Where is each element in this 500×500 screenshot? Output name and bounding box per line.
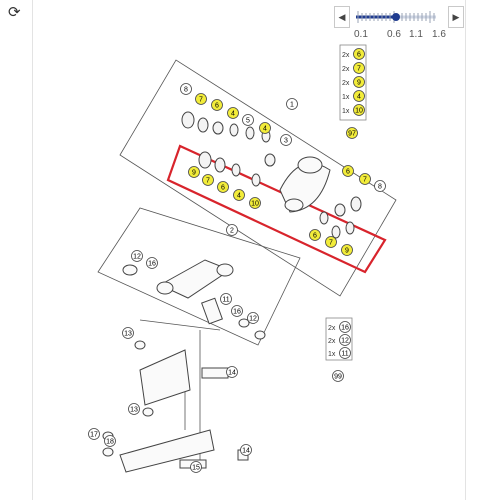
- part-callout: 14: [228, 370, 236, 377]
- part-callout: 17: [90, 432, 98, 439]
- zoom-slider[interactable]: [334, 6, 464, 30]
- part-callout: 4: [263, 126, 267, 133]
- page-frame: [32, 0, 466, 500]
- zoom-tick-label: 0.6: [387, 29, 401, 40]
- selection-highlight: [166, 144, 387, 274]
- part-callout: 13: [124, 331, 132, 338]
- kit1-box: [339, 44, 367, 121]
- kit1-qty: 1x: [342, 108, 350, 115]
- kit2-part-callout: 16: [341, 325, 349, 332]
- zoom-tick-label: 1.6: [432, 29, 446, 40]
- kit1-part-callout: 9: [357, 80, 361, 87]
- zoom-in-button[interactable]: ▶: [448, 6, 464, 28]
- group1-panel: [119, 59, 397, 297]
- part-callout: 12: [133, 254, 141, 261]
- kit2-part-callout: 12: [341, 338, 349, 345]
- part-callout: 4: [231, 111, 235, 118]
- kit2-qty: 2x: [328, 325, 336, 332]
- part-callout: 16: [233, 309, 241, 316]
- part-callout: 18: [106, 439, 114, 446]
- kit1-part-callout: 10: [355, 108, 363, 115]
- part-callout: 12: [249, 316, 257, 323]
- kit1-qty: 2x: [342, 66, 350, 73]
- kit1-qty: 1x: [342, 94, 350, 101]
- part-callout: 10: [251, 201, 259, 208]
- refresh-icon[interactable]: ⟳: [8, 3, 21, 21]
- part-callout: 6: [346, 169, 350, 176]
- part-callout: 7: [363, 177, 367, 184]
- part-callout: 3: [284, 138, 288, 145]
- part-callout: 6: [221, 185, 225, 192]
- zoom-tick-label: 0.1: [354, 29, 368, 40]
- part-callout: 6: [313, 233, 317, 240]
- chevron-left-icon: ◀: [338, 13, 346, 23]
- kit1-part-callout: 4: [357, 94, 361, 101]
- kit2-box: [325, 317, 353, 361]
- part-callout: 11: [222, 297, 229, 304]
- part-callout: 14: [242, 448, 250, 455]
- group-callout-1: 1: [290, 102, 294, 109]
- part-callout: 16: [148, 261, 156, 268]
- zoom-slider-handle[interactable]: [392, 13, 400, 21]
- kit2-qty: 1x: [328, 351, 336, 358]
- part-callout: 9: [192, 170, 196, 177]
- part-callout: 6: [215, 103, 219, 110]
- kit1-number: 97: [348, 131, 356, 138]
- part-callout: 5: [246, 118, 250, 125]
- group2-panel: [97, 207, 301, 346]
- part-callout: 7: [199, 97, 203, 104]
- kit1-qty: 2x: [342, 52, 350, 59]
- kit2-number: 99: [334, 374, 342, 381]
- part-callout: 7: [329, 240, 333, 247]
- chevron-right-icon: ▶: [452, 13, 460, 23]
- zoom-out-button[interactable]: ◀: [334, 6, 350, 28]
- zoom-tick-label: 1.1: [409, 29, 423, 40]
- kit2-qty: 2x: [328, 338, 336, 345]
- kit2-part-callout: 11: [341, 351, 348, 358]
- group-callout-2: 2: [230, 228, 234, 235]
- kit1-part-callout: 6: [357, 52, 361, 59]
- part-callout: 13: [130, 407, 138, 414]
- zoom-control[interactable]: ◀ ▶ 0.1 0.6 1.1 1.6: [334, 6, 464, 40]
- part-callout: 9: [345, 248, 349, 255]
- part-callout: 8: [378, 184, 382, 191]
- part-callout: 8: [184, 87, 188, 94]
- part-callout: 4: [237, 193, 241, 200]
- kit1-qty: 2x: [342, 80, 350, 87]
- kit1-part-callout: 7: [357, 66, 361, 73]
- part-callout: 15: [192, 465, 200, 472]
- part-callout: 7: [206, 178, 210, 185]
